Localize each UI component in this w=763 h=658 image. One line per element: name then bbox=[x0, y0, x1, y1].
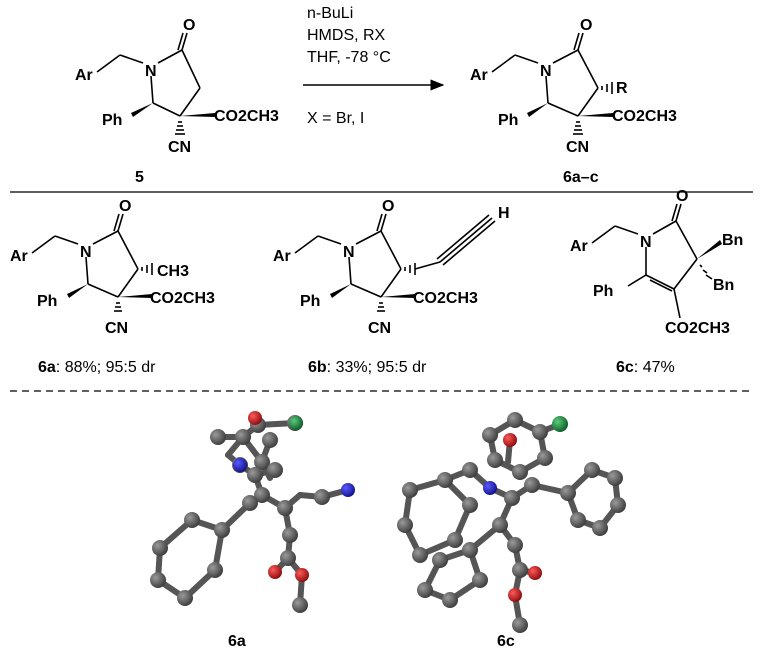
6b-h-label: H bbox=[498, 205, 510, 222]
6b-n-label: N bbox=[343, 244, 355, 261]
6a-ph-label: Ph bbox=[37, 293, 57, 310]
reactant-id: 5 bbox=[135, 169, 144, 186]
6c-n-label: N bbox=[640, 234, 652, 251]
6c-o-label: O bbox=[676, 188, 688, 205]
product-o-label: O bbox=[580, 17, 592, 34]
crystal-6c-label: 6c bbox=[497, 633, 515, 650]
6c-ph-label: Ph bbox=[593, 283, 613, 300]
reactant-structure bbox=[96, 32, 215, 135]
6c-caption-id: 6c bbox=[616, 359, 634, 376]
reactant-ester-label: CO2CH3 bbox=[214, 108, 279, 125]
6b-cn-label: CN bbox=[368, 320, 391, 337]
condition-line-1: n-BuLi bbox=[307, 5, 353, 22]
product-n-label: N bbox=[540, 63, 552, 80]
6b-caption-result: : 33%; 95:5 dr bbox=[327, 359, 427, 376]
6b-caption-id: 6b bbox=[308, 359, 327, 376]
compound-6b-structure bbox=[294, 213, 496, 312]
6b-caption: 6b: 33%; 95:5 dr bbox=[308, 359, 427, 376]
6a-caption: 6a: 88%; 95:5 dr bbox=[38, 359, 156, 376]
6a-caption-result: : 88%; 95:5 dr bbox=[56, 359, 156, 376]
6a-cn-label: CN bbox=[105, 320, 128, 337]
6b-ester-label: CO2CH3 bbox=[413, 290, 478, 307]
6c-caption: 6c: 47% bbox=[616, 359, 675, 376]
6c-caption-result: : 47% bbox=[634, 359, 675, 376]
crystal-structure-6a bbox=[150, 411, 355, 613]
6b-o-label: O bbox=[382, 198, 394, 215]
condition-line-3: THF, -78 °C bbox=[307, 49, 391, 66]
6b-ph-label: Ph bbox=[300, 293, 320, 310]
6a-caption-id: 6a bbox=[38, 359, 56, 376]
6c-ester-label: CO2CH3 bbox=[665, 320, 730, 337]
6c-ar-label: Ar bbox=[570, 238, 588, 255]
6b-ar-label: Ar bbox=[273, 248, 291, 265]
product-id: 6a–c bbox=[563, 169, 599, 186]
reactant-cn-label: CN bbox=[168, 139, 191, 156]
reactant-o-label: O bbox=[183, 17, 195, 34]
crystal-6a-label: 6a bbox=[228, 633, 246, 650]
reactant-ar-label: Ar bbox=[75, 67, 93, 84]
compound-6c-structure bbox=[591, 203, 722, 319]
product-r-label: R bbox=[616, 80, 628, 97]
product-ph-label: Ph bbox=[498, 112, 518, 129]
6a-o-label: O bbox=[119, 198, 131, 215]
product-ar-label: Ar bbox=[470, 67, 488, 84]
6a-ar-label: Ar bbox=[10, 248, 28, 265]
product-cn-label: CN bbox=[566, 139, 589, 156]
product-ester-label: CO2CH3 bbox=[612, 108, 677, 125]
compound-6a-structure bbox=[31, 213, 153, 312]
6a-ester-label: CO2CH3 bbox=[150, 290, 215, 307]
condition-line-4: X = Br, I bbox=[307, 110, 364, 127]
6a-n-label: N bbox=[80, 244, 92, 261]
product-structure bbox=[491, 32, 613, 135]
6c-bn-label-1: Bn bbox=[722, 232, 743, 249]
crystal-structure-6c bbox=[397, 412, 626, 633]
condition-line-2: HMDS, RX bbox=[307, 27, 386, 44]
reactant-n-label: N bbox=[145, 63, 157, 80]
6a-ch3-label: CH3 bbox=[157, 263, 189, 280]
6c-bn-label-2: Bn bbox=[713, 277, 734, 294]
reactant-ph-label: Ph bbox=[102, 112, 122, 129]
